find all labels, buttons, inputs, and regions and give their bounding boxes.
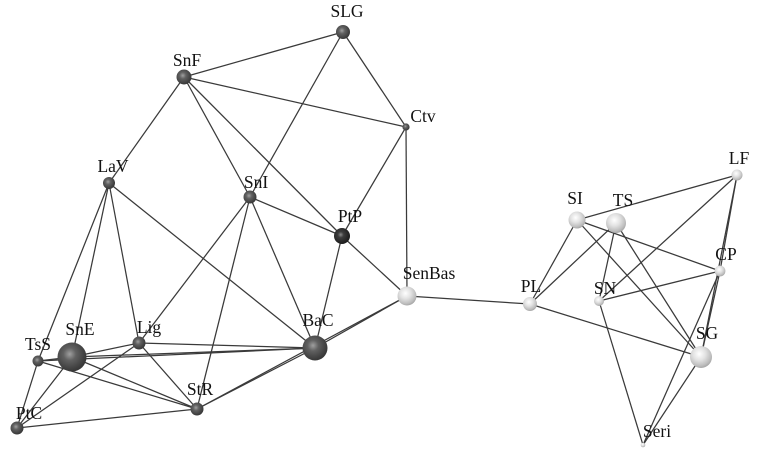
edge-SnF-Ctv bbox=[183, 76, 407, 128]
edge-Ctv-PtP bbox=[341, 126, 407, 237]
node-SLG bbox=[336, 25, 350, 39]
edge-Lig-PtC bbox=[16, 342, 140, 429]
edge-SnE-StR bbox=[71, 356, 198, 410]
node-BaC bbox=[302, 335, 328, 361]
node-label-SI: SI bbox=[567, 188, 583, 208]
node-PtC bbox=[10, 421, 24, 435]
edge-Lig-StR bbox=[138, 342, 198, 410]
node-label-TS: TS bbox=[613, 190, 633, 210]
node-label-SLG: SLG bbox=[330, 1, 363, 21]
node-Lig bbox=[132, 336, 146, 350]
node-StR bbox=[190, 402, 204, 416]
node-label-PtP: PtP bbox=[338, 206, 363, 226]
edge-TS-SN bbox=[598, 222, 617, 302]
edge-SG-Seri bbox=[642, 356, 702, 446]
node-label-LF: LF bbox=[729, 148, 750, 168]
node-label-SnF: SnF bbox=[173, 50, 201, 70]
edge-TS-SG bbox=[615, 222, 702, 358]
edge-PL-SG bbox=[529, 303, 702, 358]
edge-SenBas-PL bbox=[406, 295, 531, 305]
node-TS bbox=[606, 213, 626, 233]
node-label-PL: PL bbox=[521, 276, 541, 296]
edge-StR-PtC bbox=[16, 408, 198, 429]
edge-SnI-BaC bbox=[249, 196, 316, 349]
edge-SN-LF bbox=[598, 174, 738, 302]
edge-SnI-StR bbox=[196, 196, 251, 410]
node-label-Ctv: Ctv bbox=[410, 106, 436, 126]
edge-BaC-SenBas bbox=[314, 295, 408, 349]
edge-StR-SenBas bbox=[196, 295, 408, 410]
node-LF bbox=[731, 169, 743, 181]
edge-SnI-Lig bbox=[138, 196, 251, 344]
edge-SI-LF bbox=[576, 174, 738, 221]
edge-CP-Seri bbox=[642, 270, 721, 446]
edge-LaV-SnE bbox=[71, 182, 110, 358]
node-SG bbox=[690, 346, 712, 368]
edge-PL-SI bbox=[529, 219, 578, 305]
node-label-SN: SN bbox=[594, 278, 617, 298]
node-SnF bbox=[176, 69, 192, 85]
edge-SnF-LaV bbox=[108, 76, 185, 184]
node-PtP bbox=[334, 228, 350, 244]
node-SenBas bbox=[397, 286, 417, 306]
node-label-TsS: TsS bbox=[25, 334, 51, 354]
edges-layer bbox=[16, 31, 738, 446]
edge-SnF-PtP bbox=[183, 76, 343, 237]
node-label-LaV: LaV bbox=[97, 156, 128, 176]
edge-SnI-PtP bbox=[249, 196, 343, 237]
node-label-BaC: BaC bbox=[302, 310, 333, 330]
edge-SN-CP bbox=[598, 270, 721, 302]
edge-SLG-SnF bbox=[183, 31, 344, 78]
edge-SI-CP bbox=[576, 219, 721, 272]
nodes-layer bbox=[10, 25, 743, 448]
node-label-CP: CP bbox=[715, 244, 737, 264]
node-label-StR: StR bbox=[187, 379, 214, 399]
node-SI bbox=[568, 211, 586, 229]
edge-SnE-PtC bbox=[16, 356, 73, 429]
node-LaV bbox=[103, 177, 115, 189]
node-label-Lig: Lig bbox=[137, 317, 162, 337]
edge-SnE-BaC bbox=[71, 347, 316, 358]
node-label-SnI: SnI bbox=[244, 172, 268, 192]
edge-LaV-Lig bbox=[108, 182, 140, 344]
node-TsS bbox=[32, 355, 44, 367]
edge-Ctv-SenBas bbox=[405, 126, 408, 297]
edge-LaV-BaC bbox=[108, 182, 316, 349]
edge-PtP-BaC bbox=[314, 235, 343, 349]
edge-SI-SG bbox=[576, 219, 702, 358]
edge-Lig-BaC bbox=[138, 342, 316, 349]
edge-TsS-StR bbox=[37, 360, 198, 410]
edge-SN-Seri bbox=[598, 300, 644, 446]
edge-PL-TS bbox=[529, 222, 617, 305]
node-PL bbox=[523, 297, 537, 311]
node-SN bbox=[594, 296, 604, 306]
edge-TsS-PtC bbox=[16, 360, 39, 429]
node-SnI bbox=[243, 190, 257, 204]
node-CP bbox=[714, 265, 726, 277]
node-label-PtC: PtC bbox=[16, 403, 42, 423]
node-label-SnE: SnE bbox=[65, 319, 94, 339]
edge-SLG-SnI bbox=[249, 31, 344, 198]
node-label-SG: SG bbox=[696, 323, 719, 343]
node-SnE bbox=[57, 342, 87, 372]
node-Seri bbox=[640, 442, 646, 448]
node-Ctv bbox=[402, 123, 410, 131]
edge-SnF-SnI bbox=[183, 76, 251, 198]
node-label-Seri: Seri bbox=[643, 421, 671, 441]
edge-PtP-SenBas bbox=[341, 235, 408, 297]
edge-SLG-Ctv bbox=[342, 31, 407, 128]
edge-LaV-TsS bbox=[37, 182, 110, 362]
node-label-SenBas: SenBas bbox=[403, 263, 456, 283]
